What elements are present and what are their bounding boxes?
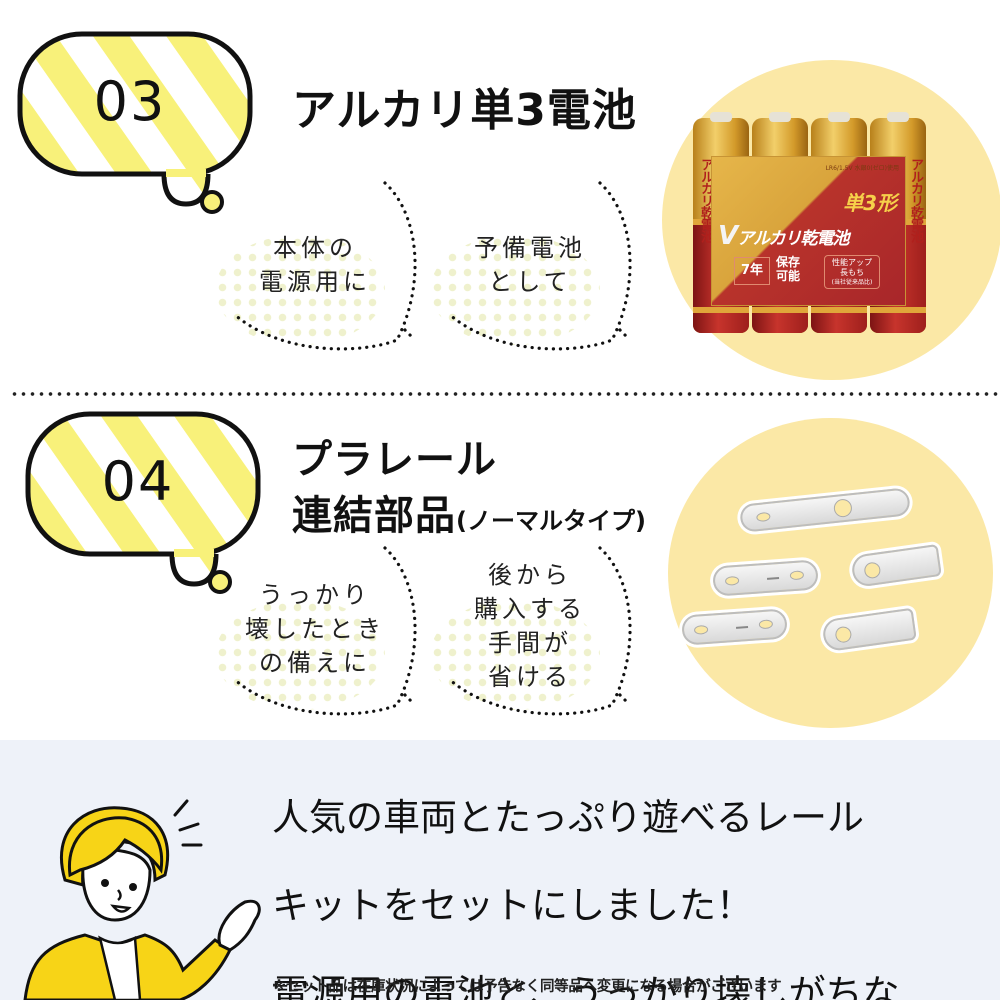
pack-side-text: アルカリ乾電池 (908, 158, 923, 242)
benefit-text: 後から 購入する 手間が 省ける (474, 561, 586, 691)
benefit-bubble-backup: うっかり 壊したとき の備えに (215, 540, 425, 720)
promo-message: 人気の車両とたっぷり遊べるレール キットをセットにしました！ 電源用の電池と、う… (272, 796, 900, 1000)
pack-side-text: アルカリ乾電池 (698, 158, 713, 242)
title-suffix: (ノーマルタイプ) (456, 507, 646, 535)
pack-years: 7年 (734, 257, 770, 285)
section-title-battery: アルカリ単3電池 (292, 85, 637, 136)
pack-brand: Vアルカリ乾電池 (718, 221, 849, 251)
battery-pack-image: アルカリ乾電池 アルカリ乾電池 LR6/1.5V 水銀0(ゼロ)使用 単3形 V… (693, 112, 928, 333)
thought-bubble-icon (17, 31, 253, 214)
disclaimer-note: ※セット品は在庫状況によっては予告なく同等品へ変更になる場合がございます (272, 979, 782, 995)
dotted-outline-icon (233, 546, 417, 716)
benefit-text: うっかり 壊したとき の備えに (245, 581, 385, 677)
dotted-outline-icon (233, 181, 417, 351)
number-bubble-03: 03 (14, 28, 264, 228)
pack-storage: 保存 可能 (776, 255, 801, 283)
presenter-icon (23, 799, 261, 1000)
benefit-text: 本体の 電源用に (259, 234, 371, 296)
benefit-text: 予備電池 として (474, 234, 586, 296)
pack-label: LR6/1.5V 水銀0(ゼロ)使用 単3形 Vアルカリ乾電池 7年 保存 可能… (711, 156, 906, 306)
section-title-coupler: プラレール 連結部品(ノーマルタイプ) (292, 437, 646, 539)
pack-performance: 性能アップ 長もち (当社従来品比) (824, 255, 880, 289)
benefit-bubble-power: 本体の 電源用に (215, 175, 425, 355)
woman-pointing-illustration (15, 770, 265, 1000)
halftone-pattern (430, 235, 600, 345)
section-number: 04 (101, 450, 175, 513)
halftone-pattern (215, 235, 385, 345)
thought-bubble-icon (25, 411, 261, 594)
dotted-outline-icon (448, 181, 632, 351)
dotted-divider (10, 392, 1000, 396)
dotted-outline-icon (448, 546, 632, 716)
halftone-pattern (215, 600, 385, 710)
section-number: 03 (93, 70, 167, 133)
number-bubble-04: 04 (22, 408, 272, 608)
benefit-bubble-spare: 予備電池 として (430, 175, 640, 355)
halftone-pattern (430, 600, 600, 710)
pack-size: 単3形 (843, 191, 897, 215)
pack-spec: LR6/1.5V 水銀0(ゼロ)使用 (825, 165, 899, 172)
benefit-bubble-convenience: 後から 購入する 手間が 省ける (430, 540, 640, 720)
